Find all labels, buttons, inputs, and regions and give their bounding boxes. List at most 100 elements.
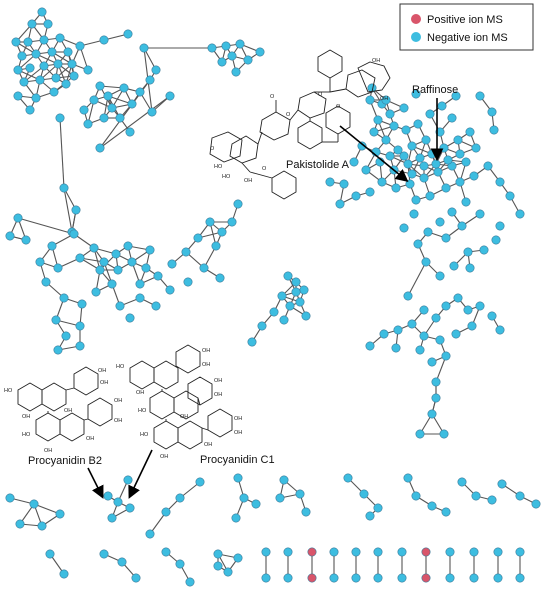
- negative-ion-node: [17, 51, 27, 61]
- negative-ion-node: [431, 377, 441, 387]
- negative-ion-node: [455, 177, 465, 187]
- negative-ion-node: [213, 549, 223, 559]
- negative-ion-node: [25, 105, 35, 115]
- svg-text:O: O: [336, 104, 341, 110]
- negative-ion-node: [449, 261, 459, 271]
- negative-ion-node: [51, 73, 61, 83]
- pakistolide-a-arrow: [339, 125, 409, 183]
- negative-ion-node: [83, 65, 93, 75]
- negative-ion-node: [373, 573, 383, 583]
- negative-ion-node: [365, 511, 375, 521]
- svg-text:OH: OH: [244, 178, 252, 184]
- negative-ion-node: [423, 227, 433, 237]
- negative-ion-node: [335, 199, 345, 209]
- negative-ion-node: [419, 331, 429, 341]
- negative-ion-node: [53, 263, 63, 273]
- procyanidin-b2-label: Procyanidin B2: [28, 455, 102, 467]
- network-nodes: [5, 7, 541, 587]
- negative-ion-node: [391, 183, 401, 193]
- negative-ion-node: [55, 113, 65, 123]
- negative-ion-node: [59, 293, 69, 303]
- negative-ion-node: [103, 91, 113, 101]
- negative-ion-node: [37, 521, 47, 531]
- negative-ion-node: [165, 91, 175, 101]
- legend-negative-label: Negative ion MS: [427, 32, 508, 44]
- negative-ion-node: [277, 291, 287, 301]
- negative-ion-node: [415, 429, 425, 439]
- negative-ion-node: [151, 65, 161, 75]
- pakistolide-a-label: Pakistolide A: [286, 159, 350, 171]
- negative-ion-node: [301, 507, 311, 517]
- negative-ion-node: [427, 149, 437, 159]
- negative-ion-node: [115, 301, 125, 311]
- negative-ion-node: [415, 153, 425, 163]
- negative-ion-node: [13, 91, 23, 101]
- negative-ion-node: [471, 143, 481, 153]
- negative-ion-node: [233, 473, 243, 483]
- negative-ion-node: [483, 161, 493, 171]
- negative-ion-node: [453, 293, 463, 303]
- negative-ion-node: [463, 305, 473, 315]
- negative-ion-node: [421, 257, 431, 267]
- negative-ion-node: [53, 345, 63, 355]
- negative-ion-node: [283, 547, 293, 557]
- negative-ion-node: [421, 135, 431, 145]
- negative-ion-node: [69, 71, 79, 81]
- negative-ion-node: [139, 43, 149, 53]
- negative-ion-node: [471, 491, 481, 501]
- negative-ion-node: [233, 553, 243, 563]
- negative-ion-node: [361, 165, 371, 175]
- negative-ion-node: [113, 497, 123, 507]
- negative-ion-node: [11, 37, 21, 47]
- svg-text:O: O: [286, 112, 291, 118]
- negative-ion-node: [53, 59, 63, 69]
- negative-ion-node: [205, 217, 215, 227]
- negative-ion-node: [135, 279, 145, 289]
- negative-ion-node: [99, 257, 109, 267]
- negative-ion-node: [351, 547, 361, 557]
- negative-ion-node: [411, 491, 421, 501]
- negative-ion-node: [75, 253, 85, 263]
- negative-ion-node: [359, 489, 369, 499]
- negative-ion-node: [451, 91, 461, 101]
- negative-ion-node: [445, 573, 455, 583]
- svg-text:OH: OH: [234, 416, 242, 422]
- negative-ion-node: [13, 213, 23, 223]
- svg-text:HO: HO: [4, 388, 13, 394]
- svg-text:OH: OH: [98, 368, 106, 374]
- negative-ion-node: [285, 301, 295, 311]
- negative-ion-node: [269, 307, 279, 317]
- negative-ion-node: [455, 149, 465, 159]
- negative-ion-node: [463, 247, 473, 257]
- negative-ion-node: [515, 491, 525, 501]
- negative-ion-node: [75, 321, 85, 331]
- negative-ion-node: [475, 91, 485, 101]
- negative-ion-node: [291, 287, 301, 297]
- negative-ion-node: [221, 41, 231, 51]
- negative-ion-node: [77, 299, 87, 309]
- negative-ion-node: [407, 169, 417, 179]
- negative-ion-node: [145, 75, 155, 85]
- negative-ion-node: [175, 493, 185, 503]
- svg-text:O: O: [262, 166, 267, 172]
- negative-ion-node: [325, 177, 335, 187]
- negative-ion-node: [21, 235, 31, 245]
- negative-ion-node: [107, 513, 117, 523]
- network-edge: [33, 503, 61, 515]
- negative-ion-node: [413, 239, 423, 249]
- negative-ion-node: [215, 273, 225, 283]
- negative-ion-node: [107, 103, 117, 113]
- negative-ion-node: [5, 231, 15, 241]
- negative-ion-node: [199, 263, 209, 273]
- negative-ion-node: [125, 503, 135, 513]
- negative-ion-node: [145, 529, 155, 539]
- negative-ion-node: [217, 57, 227, 67]
- negative-ion-node: [233, 199, 243, 209]
- negative-ion-node: [487, 107, 497, 117]
- negative-ion-node: [399, 223, 409, 233]
- negative-ion-node: [261, 573, 271, 583]
- legend-positive-label: Positive ion MS: [427, 14, 503, 26]
- negative-ion-node: [373, 115, 383, 125]
- negative-ion-node: [95, 143, 105, 153]
